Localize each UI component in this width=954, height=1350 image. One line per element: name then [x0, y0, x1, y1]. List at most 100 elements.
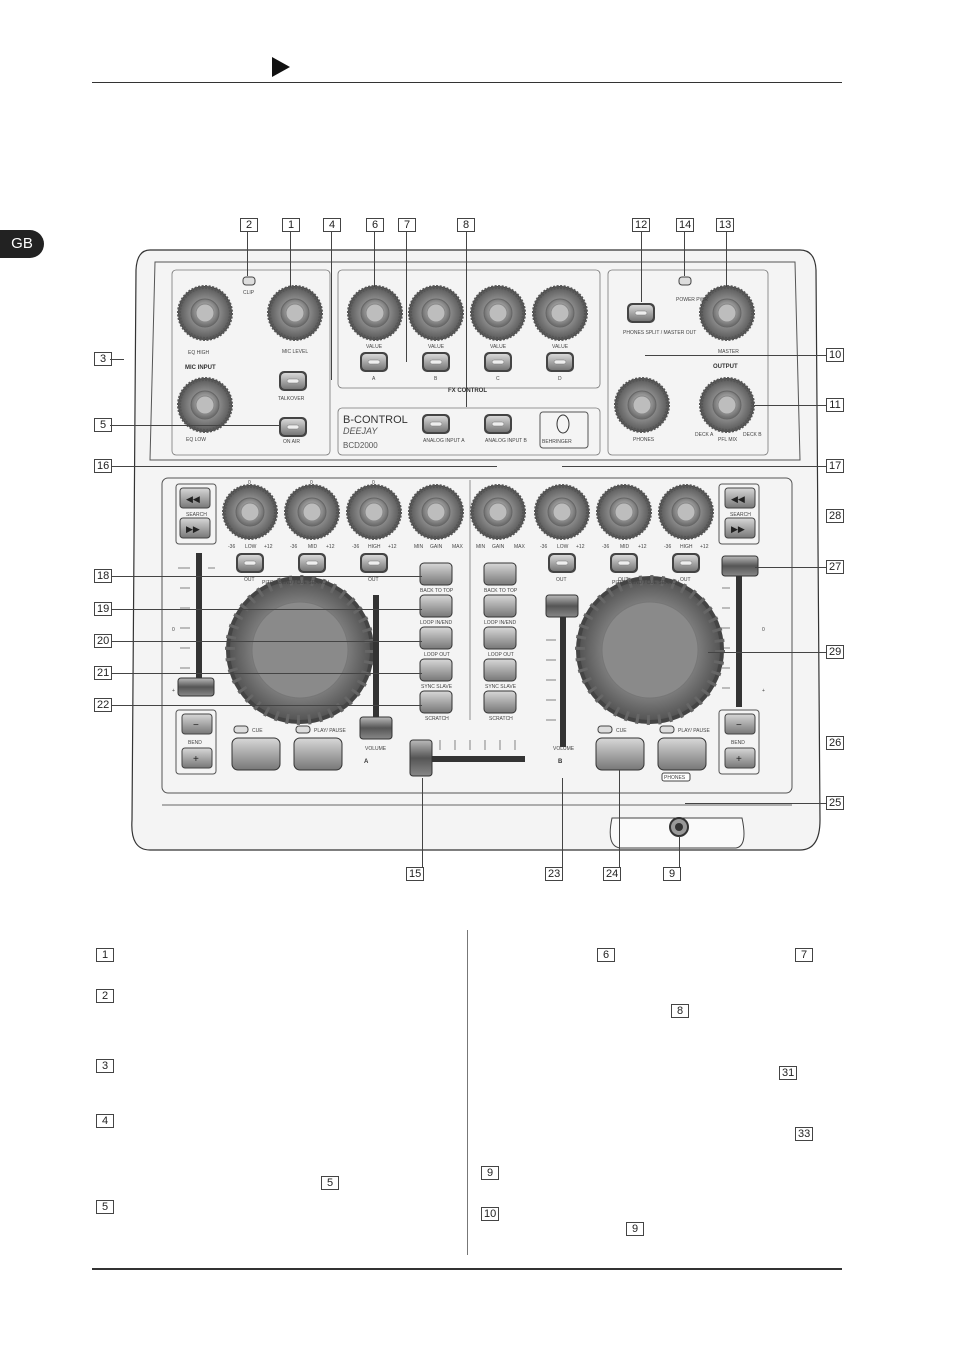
svg-text:DEEJAY: DEEJAY	[343, 426, 378, 436]
ref-3: 3	[96, 1059, 114, 1073]
svg-text:OUT: OUT	[244, 577, 255, 583]
svg-text:MAX: MAX	[452, 544, 464, 550]
svg-text:0: 0	[372, 480, 375, 486]
svg-text:LOOP IN/END: LOOP IN/END	[420, 620, 453, 626]
svg-text:PHONES SPLIT / MASTER OUT: PHONES SPLIT / MASTER OUT	[623, 330, 696, 336]
leader-2	[247, 232, 248, 276]
svg-text:-36: -36	[664, 544, 671, 550]
device-illustration: CLIP MIC LEVEL EQ HIGH MIC INPUT TALKOVE…	[131, 249, 821, 851]
leader-17	[562, 466, 826, 467]
leader-15	[422, 778, 423, 867]
callout-17: 17	[826, 459, 845, 473]
leader-21	[112, 673, 422, 674]
svg-text:+12: +12	[576, 544, 585, 550]
ref-5: 5	[96, 1200, 114, 1214]
callout-28: 28	[826, 509, 845, 523]
svg-text:OUT: OUT	[556, 577, 567, 583]
svg-text:EQ HIGH: EQ HIGH	[188, 350, 210, 356]
svg-text:−: −	[736, 720, 742, 731]
svg-text:CLIP: CLIP	[243, 290, 255, 296]
footer-rule	[92, 1268, 842, 1270]
ref-2: 2	[96, 989, 114, 1003]
svg-text:0: 0	[172, 627, 175, 633]
svg-text:SEARCH: SEARCH	[186, 512, 207, 518]
svg-text:PFL MIX: PFL MIX	[718, 437, 738, 443]
svg-text:PHONES: PHONES	[633, 437, 655, 443]
svg-text:LOOP OUT: LOOP OUT	[488, 652, 514, 658]
leader-24	[619, 770, 620, 867]
callout-10: 10	[826, 348, 845, 362]
svg-text:EQ LOW: EQ LOW	[186, 437, 206, 443]
svg-text:▶▶: ▶▶	[731, 524, 745, 534]
svg-text:CUE: CUE	[252, 728, 263, 734]
svg-text:+12: +12	[700, 544, 709, 550]
svg-text:VOLUME: VOLUME	[365, 746, 387, 752]
ref-8-inline: 8	[671, 1004, 689, 1018]
callout-12: 12	[632, 218, 651, 232]
svg-text:VALUE: VALUE	[366, 344, 383, 350]
leader-29	[708, 652, 826, 653]
ref-5-inline: 5	[321, 1176, 339, 1190]
svg-text:0: 0	[310, 480, 313, 486]
callout-1: 1	[282, 218, 300, 232]
ref-31-inline: 31	[779, 1066, 798, 1080]
svg-text:SCRATCH: SCRATCH	[425, 716, 449, 722]
ref-7-inline: 7	[795, 948, 813, 962]
svg-text:+: +	[172, 688, 175, 694]
leader-13	[726, 232, 727, 287]
svg-text:VOLUME: VOLUME	[553, 746, 575, 752]
svg-text:C: C	[496, 376, 500, 382]
callout-6: 6	[366, 218, 384, 232]
callout-22: 22	[94, 698, 113, 712]
ref-9-inline: 9	[626, 1222, 644, 1236]
callout-20: 20	[94, 634, 113, 648]
svg-text:OUT: OUT	[368, 577, 379, 583]
callout-8: 8	[457, 218, 475, 232]
callout-16: 16	[94, 459, 113, 473]
leader-25	[685, 803, 826, 804]
callout-25: 25	[826, 796, 845, 810]
svg-text:TALKOVER: TALKOVER	[278, 396, 305, 402]
svg-text:A: A	[372, 376, 376, 382]
header-arrow-icon	[272, 57, 290, 77]
svg-text:+: +	[736, 754, 742, 765]
ref-33-inline: 33	[795, 1127, 814, 1141]
callout-11: 11	[826, 398, 844, 412]
svg-text:SYNC SLAVE: SYNC SLAVE	[421, 684, 453, 690]
leader-22	[112, 705, 422, 706]
ref-1: 1	[96, 948, 114, 962]
svg-text:+: +	[193, 754, 199, 765]
svg-text:BEND: BEND	[731, 740, 745, 746]
callout-21: 21	[94, 666, 113, 680]
svg-text:VALUE: VALUE	[490, 344, 507, 350]
callout-18: 18	[94, 569, 113, 583]
svg-text:BEND: BEND	[188, 740, 202, 746]
svg-text:SYNC SLAVE: SYNC SLAVE	[485, 684, 517, 690]
svg-text:+12: +12	[638, 544, 647, 550]
svg-text:D: D	[558, 376, 562, 382]
svg-text:B: B	[434, 376, 438, 382]
svg-text:MIC LEVEL: MIC LEVEL	[282, 349, 308, 355]
leader-8	[466, 232, 467, 407]
svg-text:LOW: LOW	[557, 544, 569, 550]
svg-text:-36: -36	[290, 544, 297, 550]
svg-text:POWER PWR: POWER PWR	[676, 297, 708, 303]
svg-text:B: B	[558, 759, 563, 765]
language-tab: GB	[0, 230, 44, 258]
svg-text:OUTPUT: OUTPUT	[713, 364, 738, 370]
svg-text:GAIN: GAIN	[430, 544, 443, 550]
leader-5	[110, 425, 280, 426]
svg-text:MASTER: MASTER	[718, 349, 739, 355]
svg-text:▶▶: ▶▶	[186, 524, 200, 534]
svg-text:HIGH: HIGH	[680, 544, 693, 550]
leader-19	[112, 609, 422, 610]
leader-16	[112, 466, 497, 467]
svg-text:MID: MID	[620, 544, 630, 550]
callout-27: 27	[826, 560, 845, 574]
svg-text:-36: -36	[228, 544, 235, 550]
svg-text:+12: +12	[326, 544, 335, 550]
callout-4: 4	[323, 218, 341, 232]
svg-text:PLAY/ PAUSE: PLAY/ PAUSE	[678, 728, 710, 734]
svg-text:SCRATCH: SCRATCH	[489, 716, 513, 722]
svg-text:+: +	[762, 688, 765, 694]
